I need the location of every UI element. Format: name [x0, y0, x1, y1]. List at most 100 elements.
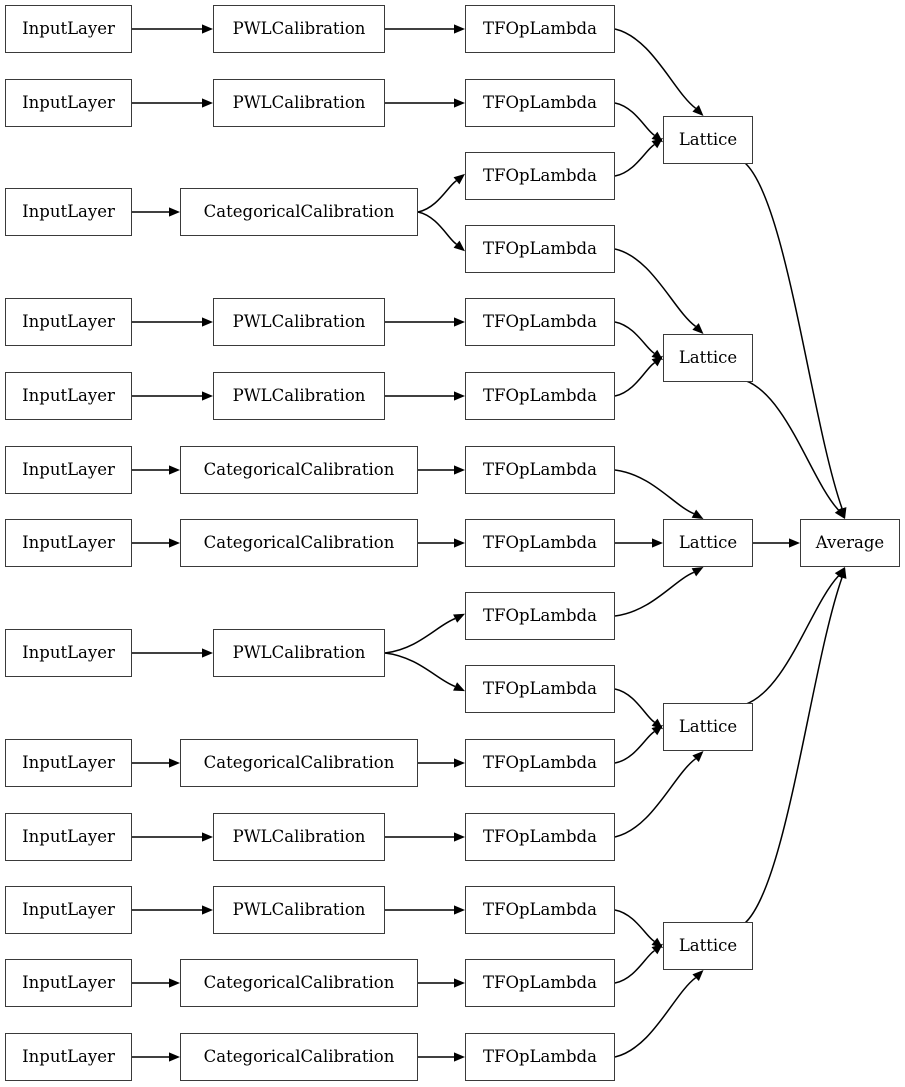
edge-op14-to-lat5: [614, 950, 655, 984]
node-label: TFOpLambda: [483, 678, 597, 698]
edge-arrowhead: [651, 718, 663, 730]
node-in8[interactable]: InputLayer: [5, 629, 132, 677]
node-label: CategoricalCalibration: [203, 532, 395, 552]
edge-op15-to-lat5: [614, 977, 697, 1058]
node-label: InputLayer: [22, 752, 115, 772]
node-in3[interactable]: InputLayer: [5, 188, 132, 236]
node-op6[interactable]: TFOpLambda: [465, 372, 615, 420]
node-label: PWLCalibration: [232, 826, 366, 846]
node-cal8[interactable]: PWLCalibration: [213, 629, 385, 677]
node-cal12[interactable]: CategoricalCalibration: [180, 959, 418, 1007]
node-cal10[interactable]: PWLCalibration: [213, 813, 385, 861]
node-label: InputLayer: [22, 899, 115, 919]
node-in9[interactable]: InputLayer: [5, 739, 132, 787]
node-label: PWLCalibration: [232, 899, 366, 919]
node-label: InputLayer: [22, 311, 115, 331]
node-in12[interactable]: InputLayer: [5, 959, 132, 1007]
node-label: Lattice: [678, 129, 738, 149]
node-cal4[interactable]: PWLCalibration: [213, 298, 385, 346]
node-in13[interactable]: InputLayer: [5, 1033, 132, 1081]
edge-op5-to-lat2: [614, 321, 655, 354]
node-label: CategoricalCalibration: [203, 972, 395, 992]
edge-op3-to-lat1: [614, 144, 655, 177]
node-label: PWLCalibration: [232, 642, 366, 662]
node-lat2[interactable]: Lattice: [663, 334, 753, 382]
edge-arrowhead: [454, 1052, 465, 1062]
node-in5[interactable]: InputLayer: [5, 372, 132, 420]
node-label: PWLCalibration: [232, 385, 366, 405]
node-label: TFOpLambda: [483, 18, 597, 38]
node-op4[interactable]: TFOpLambda: [465, 225, 615, 273]
node-in2[interactable]: InputLayer: [5, 79, 132, 127]
edge-arrowhead: [202, 24, 213, 34]
node-avg[interactable]: Average: [800, 519, 900, 567]
edge-arrowhead: [837, 507, 847, 519]
edge-arrowhead: [789, 538, 800, 548]
node-lat3[interactable]: Lattice: [663, 519, 753, 567]
edge-arrowhead: [652, 538, 663, 548]
edge-lat4-to-avg: [743, 575, 840, 706]
edge-arrowhead: [834, 507, 845, 519]
node-lat4[interactable]: Lattice: [663, 703, 753, 751]
node-op5[interactable]: TFOpLambda: [465, 298, 615, 346]
node-in10[interactable]: InputLayer: [5, 813, 132, 861]
node-op3[interactable]: TFOpLambda: [465, 152, 615, 200]
edge-op4-to-lat2: [614, 248, 697, 327]
node-op11[interactable]: TFOpLambda: [465, 739, 615, 787]
node-label: TFOpLambda: [483, 459, 597, 479]
node-cal7[interactable]: CategoricalCalibration: [180, 519, 418, 567]
node-label: Lattice: [678, 716, 738, 736]
edge-op9-to-lat3: [614, 571, 695, 617]
node-in7[interactable]: InputLayer: [5, 519, 132, 567]
node-cal9[interactable]: CategoricalCalibration: [180, 739, 418, 787]
edge-arrowhead: [691, 509, 704, 519]
node-label: InputLayer: [22, 532, 115, 552]
edge-lat1-to-avg: [743, 161, 843, 509]
node-in1[interactable]: InputLayer: [5, 5, 132, 53]
node-in6[interactable]: InputLayer: [5, 446, 132, 494]
edge-arrowhead: [692, 323, 704, 334]
node-cal5[interactable]: PWLCalibration: [213, 372, 385, 420]
edge-arrowhead: [692, 105, 704, 116]
edge-arrowhead: [202, 317, 213, 327]
node-op7[interactable]: TFOpLambda: [465, 446, 615, 494]
node-label: TFOpLambda: [483, 311, 597, 331]
node-op15[interactable]: TFOpLambda: [465, 1033, 615, 1081]
edge-arrowhead: [454, 465, 465, 475]
edge-arrowhead: [837, 567, 847, 579]
node-cal2[interactable]: PWLCalibration: [213, 79, 385, 127]
node-op9[interactable]: TFOpLambda: [465, 592, 615, 640]
edge-arrowhead: [651, 131, 663, 143]
node-op10[interactable]: TFOpLambda: [465, 665, 615, 713]
node-op13[interactable]: TFOpLambda: [465, 886, 615, 934]
node-in11[interactable]: InputLayer: [5, 886, 132, 934]
node-cal13[interactable]: CategoricalCalibration: [180, 1033, 418, 1081]
node-op8[interactable]: TFOpLambda: [465, 519, 615, 567]
edge-arrowhead: [169, 758, 180, 768]
node-op1[interactable]: TFOpLambda: [465, 5, 615, 53]
node-cal3[interactable]: CategoricalCalibration: [180, 188, 418, 236]
edge-op7-to-lat3: [614, 469, 695, 515]
node-label: InputLayer: [22, 92, 115, 112]
edge-arrowhead: [651, 137, 663, 149]
node-cal1[interactable]: PWLCalibration: [213, 5, 385, 53]
edge-arrowhead: [651, 724, 663, 736]
edge-arrowhead: [691, 567, 704, 577]
node-lat1[interactable]: Lattice: [663, 116, 753, 164]
edge-arrowhead: [454, 24, 465, 34]
node-op2[interactable]: TFOpLambda: [465, 79, 615, 127]
node-label: TFOpLambda: [483, 165, 597, 185]
edge-arrowhead: [202, 905, 213, 915]
edge-arrowhead: [651, 349, 663, 361]
edge-arrowhead: [169, 465, 180, 475]
node-op12[interactable]: TFOpLambda: [465, 813, 615, 861]
edge-arrowhead: [454, 758, 465, 768]
node-in4[interactable]: InputLayer: [5, 298, 132, 346]
node-op14[interactable]: TFOpLambda: [465, 959, 615, 1007]
node-lat5[interactable]: Lattice: [663, 922, 753, 970]
node-cal6[interactable]: CategoricalCalibration: [180, 446, 418, 494]
node-cal11[interactable]: PWLCalibration: [213, 886, 385, 934]
edge-arrowhead: [169, 207, 180, 217]
node-label: Lattice: [678, 347, 738, 367]
